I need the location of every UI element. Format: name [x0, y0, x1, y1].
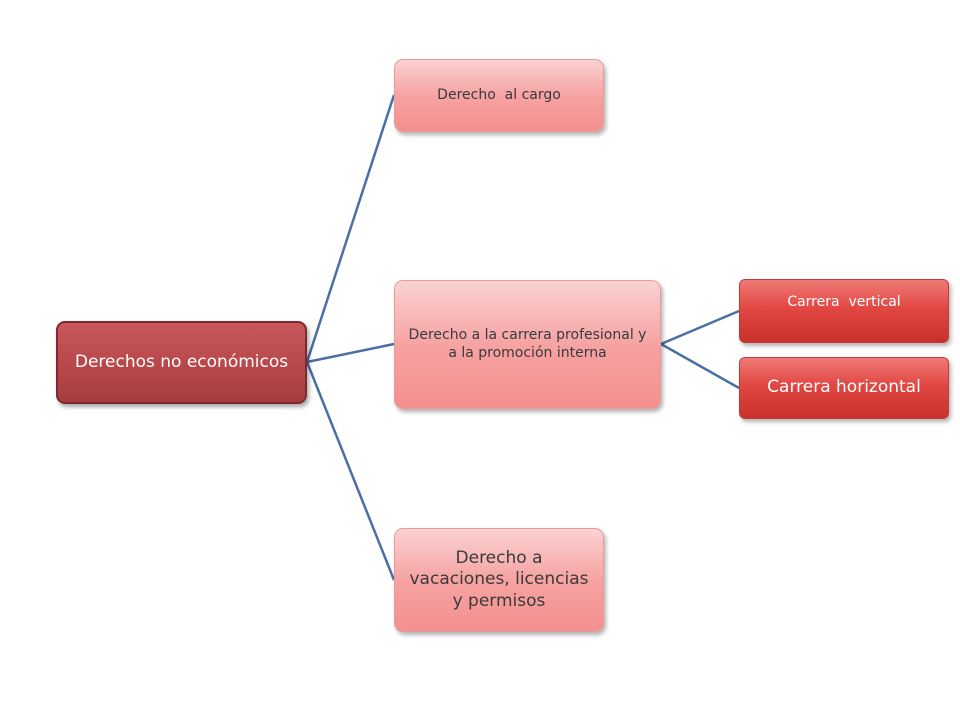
root-node-label: Derechos no económicos [74, 351, 289, 372]
node-derecho-vacaciones-label: Derecho a vacaciones, licencias y permis… [409, 548, 589, 611]
root-node: Derechos no económicos [56, 321, 307, 404]
connector-carrera-vertical [660, 309, 740, 346]
connector-root-cargo [305, 94, 396, 363]
node-carrera-vertical: Carrera vertical [739, 279, 949, 343]
node-derecho-carrera-profesional: Derecho a la carrera profesional y a la … [394, 280, 661, 409]
connector-carrera-horizontal [660, 342, 740, 390]
connector-root-carrera [306, 342, 395, 364]
node-derecho-vacaciones: Derecho a vacaciones, licencias y permis… [394, 528, 604, 632]
node-carrera-vertical-label: Carrera vertical [787, 294, 901, 310]
node-derecho-al-cargo-label: Derecho al cargo [437, 86, 561, 103]
connector-root-vacaciones [305, 361, 396, 581]
node-derecho-al-cargo: Derecho al cargo [394, 59, 604, 132]
node-derecho-carrera-profesional-label: Derecho a la carrera profesional y a la … [408, 327, 647, 361]
node-carrera-horizontal: Carrera horizontal [739, 357, 949, 419]
node-carrera-horizontal-label: Carrera horizontal [767, 377, 921, 398]
